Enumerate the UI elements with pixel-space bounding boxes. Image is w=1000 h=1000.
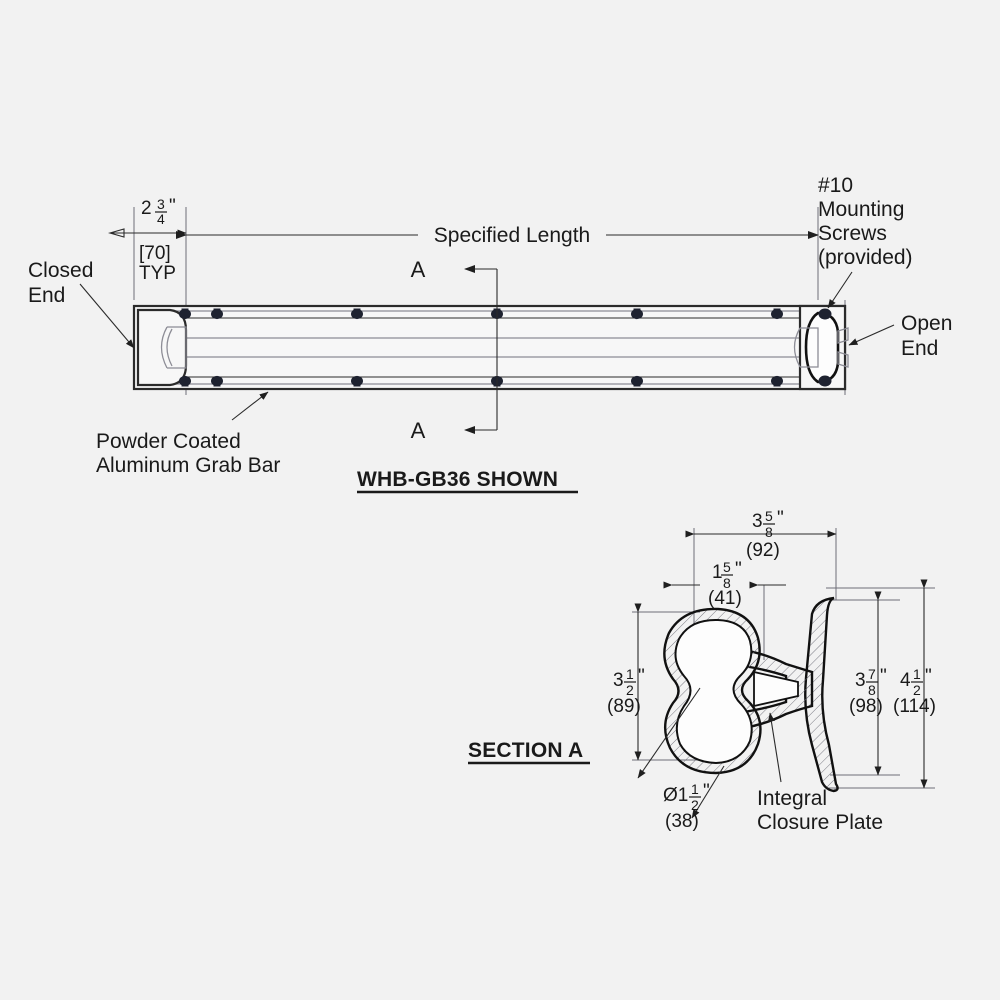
svg-text:": " <box>925 666 932 687</box>
svg-text:(41): (41) <box>708 588 742 609</box>
dim-plate-outer: 4 1 2 " (114) <box>893 579 936 789</box>
svg-text:WHB-GB36 SHOWN: WHB-GB36 SHOWN <box>357 468 558 491</box>
svg-text:Closed: Closed <box>28 259 93 282</box>
section-mark-bottom: A <box>411 418 426 443</box>
dim-plate-inner: 3 7 8 " (98) <box>849 591 887 776</box>
screw <box>631 308 643 320</box>
svg-text:Aluminum Grab Bar: Aluminum Grab Bar <box>96 454 280 477</box>
svg-text:1: 1 <box>712 562 723 583</box>
svg-text:Screws: Screws <box>818 222 887 245</box>
screw <box>211 308 223 320</box>
section-extension-lines <box>632 528 935 789</box>
screw <box>211 375 223 387</box>
screw <box>179 375 191 387</box>
svg-text:1: 1 <box>691 781 699 797</box>
svg-text:End: End <box>28 284 65 307</box>
svg-text:7: 7 <box>868 666 876 682</box>
screw <box>771 375 783 387</box>
svg-text:1: 1 <box>913 666 921 682</box>
screw <box>351 308 363 320</box>
svg-text:(89): (89) <box>607 696 641 717</box>
closed-end-detail <box>136 308 188 387</box>
svg-text:(provided): (provided) <box>818 246 913 269</box>
tube-inner-void <box>674 618 753 765</box>
svg-text:3: 3 <box>613 670 624 691</box>
screw <box>179 308 191 320</box>
svg-text:(38): (38) <box>665 811 699 832</box>
dim-overall-width: 3 5 8 " (92) <box>685 508 837 561</box>
screw <box>818 375 832 387</box>
dim-specified-length: Specified Length <box>176 224 819 247</box>
label-mounting-screws: #10 Mounting Screws (provided) <box>818 174 913 309</box>
svg-text:Ø1: Ø1 <box>663 785 688 806</box>
section-cut-a: A A <box>411 257 498 443</box>
plan-title: WHB-GB36 SHOWN <box>357 468 578 494</box>
screw <box>818 308 832 320</box>
dim-tube-height: 3 1 2 " (89) <box>607 603 645 761</box>
dim-grip-diameter: Ø1 1 2 " (38) <box>637 687 725 832</box>
svg-text:4: 4 <box>157 211 165 227</box>
svg-text:Integral: Integral <box>757 787 827 810</box>
svg-text:Powder Coated: Powder Coated <box>96 430 241 453</box>
svg-text:": " <box>638 666 645 687</box>
label-material: Powder Coated Aluminum Grab Bar <box>96 391 280 477</box>
dim-specified-length-label: Specified Length <box>434 224 590 247</box>
svg-text:": " <box>169 196 176 217</box>
svg-text:5: 5 <box>765 508 773 524</box>
svg-text:8: 8 <box>868 682 876 698</box>
open-end-detail <box>793 304 849 391</box>
plan-view: 2 3 4 " [70] TYP Specified Length <box>28 174 952 494</box>
svg-text:4: 4 <box>900 670 911 691</box>
section-web <box>742 648 814 730</box>
section-mark-top: A <box>411 257 426 282</box>
svg-text:": " <box>880 666 887 687</box>
svg-text:3: 3 <box>855 670 866 691</box>
svg-text:Closure Plate: Closure Plate <box>757 811 883 834</box>
svg-text:Open: Open <box>901 312 952 335</box>
svg-text:3: 3 <box>752 511 763 532</box>
label-open-end: Open End <box>848 312 952 360</box>
dim-end-fraction: 3 4 " <box>155 196 176 227</box>
svg-text:8: 8 <box>765 524 773 540</box>
svg-text:8: 8 <box>723 575 731 591</box>
dim-end-inch: 2 <box>141 198 152 219</box>
section-view: 3 5 8 " (92) 1 5 8 " (41) 3 1 2 " (89) <box>468 508 936 834</box>
svg-text:(98): (98) <box>849 696 883 717</box>
svg-text:2: 2 <box>913 682 921 698</box>
svg-text:End: End <box>901 337 938 360</box>
dim-end-offset: 2 3 4 " [70] TYP <box>107 196 187 284</box>
svg-text:": " <box>735 559 742 580</box>
section-profile <box>663 596 839 793</box>
svg-text:": " <box>777 508 784 529</box>
screw <box>351 375 363 387</box>
label-closed-end: Closed End <box>28 259 135 349</box>
screw <box>771 308 783 320</box>
svg-text:(92): (92) <box>746 540 780 561</box>
svg-text:": " <box>703 781 710 802</box>
svg-text:(114): (114) <box>893 696 936 717</box>
section-title: SECTION A <box>468 739 590 765</box>
dim-end-mm: [70] <box>139 243 171 264</box>
svg-text:5: 5 <box>723 559 731 575</box>
label-integral-closure-plate: Integral Closure Plate <box>757 712 883 834</box>
svg-text:2: 2 <box>626 682 634 698</box>
svg-text:Mounting: Mounting <box>818 198 904 221</box>
dim-tube-offset: 1 5 8 " (41) <box>663 559 786 609</box>
svg-text:#10: #10 <box>818 174 853 197</box>
screw <box>631 375 643 387</box>
svg-text:2: 2 <box>691 797 699 813</box>
svg-text:1: 1 <box>626 666 634 682</box>
svg-text:SECTION A: SECTION A <box>468 739 583 762</box>
dim-end-typ: TYP <box>139 263 176 284</box>
web-inner-void <box>753 670 799 708</box>
svg-text:3: 3 <box>157 196 165 212</box>
grab-bar-plan-body <box>132 304 847 391</box>
screw-row-bottom <box>179 375 832 387</box>
